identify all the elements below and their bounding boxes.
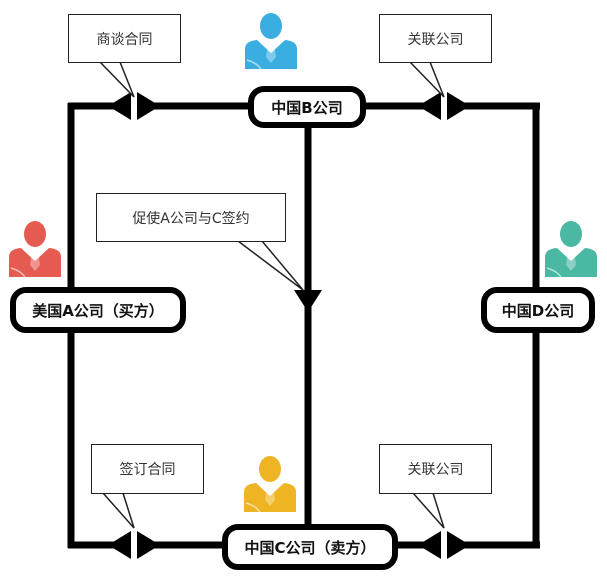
node-company-a: 美国A公司（买方）	[10, 287, 186, 333]
node-label: 中国C公司（卖方）	[244, 538, 376, 557]
double-arrow-icon	[418, 529, 470, 561]
node-company-b: 中国B公司	[248, 86, 366, 128]
callout-text: 商谈合同	[96, 31, 153, 48]
callout-text: 关联公司	[407, 31, 464, 48]
person-icon	[9, 221, 61, 278]
callout-top-left: 商谈合同	[68, 14, 181, 63]
callout-center: 促使A公司与C签约	[96, 193, 286, 242]
callout-text: 促使A公司与C签约	[132, 210, 250, 227]
callout-text: 签订合同	[119, 462, 176, 478]
node-label: 美国A公司（买方）	[32, 301, 164, 320]
node-company-c: 中国C公司（卖方）	[222, 524, 398, 570]
person-icon	[245, 13, 297, 70]
double-arrow-icon	[108, 529, 160, 561]
double-arrow-icon	[418, 90, 470, 122]
arrow-down-icon	[294, 290, 322, 312]
double-arrow-icon	[108, 90, 160, 122]
callout-text: 关联公司	[407, 462, 464, 478]
person-icon	[545, 221, 597, 278]
callout-bottom-right: 关联公司	[379, 444, 492, 494]
node-label: 中国D公司	[501, 301, 575, 320]
person-icon	[244, 456, 296, 513]
node-label: 中国B公司	[271, 98, 343, 117]
callout-bottom-left: 签订合同	[91, 444, 204, 494]
callout-top-right: 关联公司	[379, 14, 492, 63]
node-company-d: 中国D公司	[481, 287, 595, 333]
